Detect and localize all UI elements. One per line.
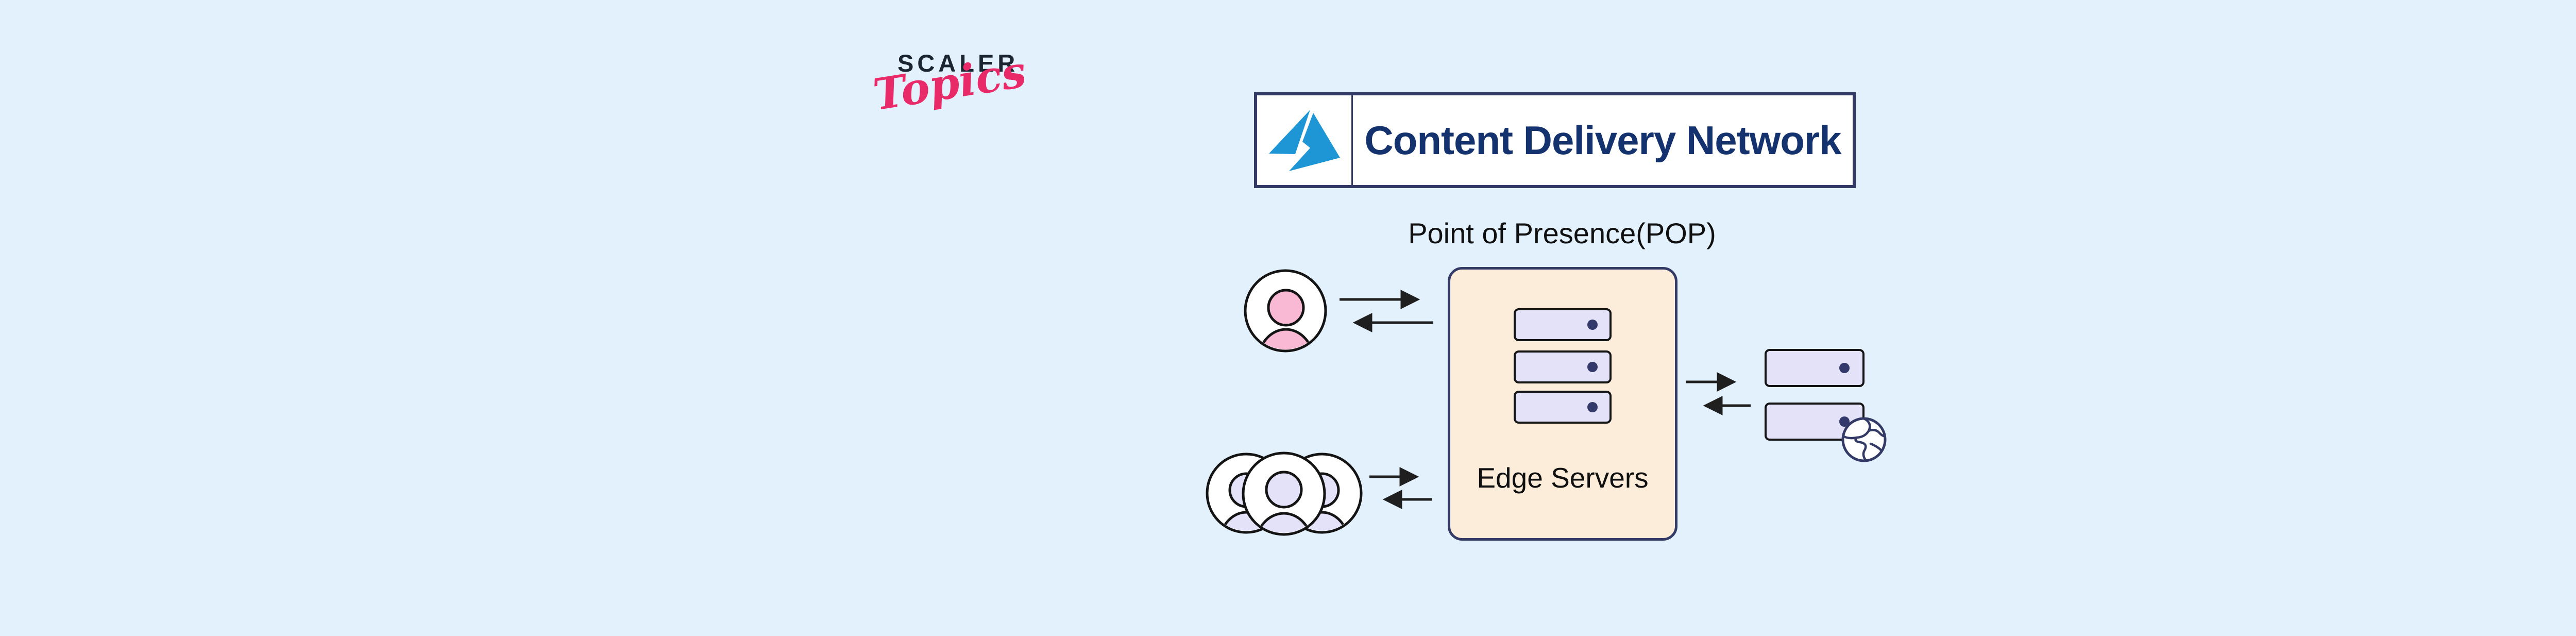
regional-server-2 xyxy=(1765,403,1865,441)
topics-wordmark: Topics xyxy=(870,45,1030,121)
edge-server-2 xyxy=(1514,350,1612,383)
server-led-dot xyxy=(1839,363,1850,373)
pop-label: Point of Presence(POP) xyxy=(1408,217,1716,249)
azure-left-shape xyxy=(1268,109,1310,154)
edge-server-3 xyxy=(1514,391,1612,424)
azure-right-shape xyxy=(1289,112,1340,171)
azure-icon xyxy=(1268,109,1340,171)
user-group-icon xyxy=(1206,451,1363,536)
regional-server-1 xyxy=(1765,349,1865,387)
group-user-front-icon xyxy=(1242,451,1326,536)
globe-landmass-slope xyxy=(1869,442,1885,456)
scaler-wordmark: SCALER xyxy=(897,49,1019,77)
title-banner: Content Delivery Network xyxy=(1254,92,1856,188)
server-led-dot xyxy=(1587,362,1598,372)
server-led-dot xyxy=(1587,320,1598,330)
edge-server-1 xyxy=(1514,308,1612,341)
group-user-right-icon xyxy=(1281,453,1363,534)
azure-logo-cell xyxy=(1257,95,1353,185)
page-title: Content Delivery Network xyxy=(1364,117,1841,163)
edge-servers-label: Edge Servers xyxy=(1477,462,1649,494)
user-icon xyxy=(1244,269,1327,353)
edge-servers-box: Edge Servers xyxy=(1448,267,1677,541)
globe-landmass-bottom xyxy=(1854,436,1868,460)
server-led-dot xyxy=(1587,402,1598,412)
scaler-topics-logo: SCALER Topics xyxy=(870,45,1087,162)
group-user-left-icon xyxy=(1206,453,1287,534)
server-led-dot xyxy=(1839,416,1850,427)
globe-landmass-right xyxy=(1867,428,1885,438)
